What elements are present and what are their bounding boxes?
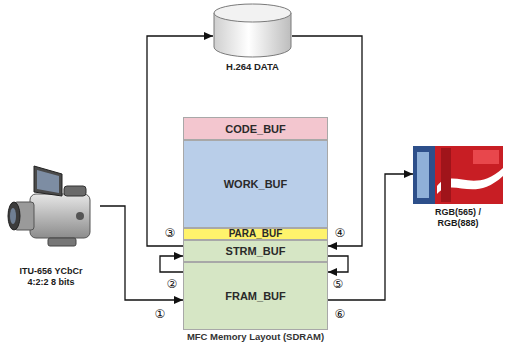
memory-buffer: STRM_BUF — [183, 240, 328, 262]
memory-buffer: CODE_BUF — [183, 117, 328, 140]
callout-number: ② — [166, 278, 179, 291]
buffer-label: WORK_BUF — [224, 178, 288, 190]
callout-number: ④ — [334, 227, 347, 240]
flow-arrow — [328, 256, 348, 272]
callout-number: ⑤ — [332, 278, 345, 291]
buffer-label: PARA_BUF — [229, 229, 283, 239]
node-label: H.264 DATA — [215, 61, 290, 72]
buffer-label: STRM_BUF — [226, 245, 286, 257]
buffer-label: CODE_BUF — [225, 123, 286, 135]
flow-arrow — [160, 256, 183, 272]
camera-source: ITU-656 YCbCr 4:2:2 8 bits — [2, 158, 100, 288]
flow-arrow — [100, 206, 183, 300]
diagram-caption: MFC Memory Layout (SDRAM) — [183, 331, 328, 343]
camcorder-icon — [4, 158, 98, 262]
node-label: ITU-656 YCbCr 4:2:2 8 bits — [17, 266, 85, 288]
callout-number: ③ — [164, 227, 177, 240]
memory-buffer: FRAM_BUF — [183, 262, 328, 330]
node-label: RGB(565) / RGB(888) — [418, 207, 498, 229]
database-cylinder — [213, 3, 292, 59]
storage-node: H.264 DATA — [213, 3, 292, 72]
flow-arrow — [328, 174, 413, 300]
callout-number: ① — [154, 308, 167, 321]
buffer-label: FRAM_BUF — [225, 290, 286, 302]
memory-buffer: WORK_BUF — [183, 140, 328, 228]
callout-number: ⑥ — [334, 308, 347, 321]
display-image — [413, 146, 503, 204]
memory-buffer: PARA_BUF — [183, 228, 328, 240]
display-output: RGB(565) / RGB(888) — [413, 145, 503, 229]
